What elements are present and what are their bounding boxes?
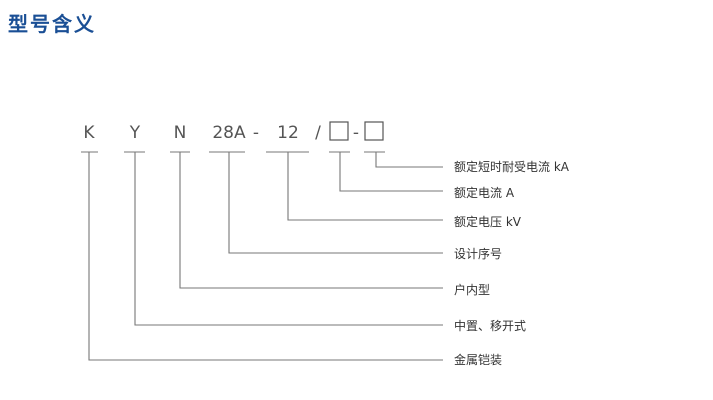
code-box-current — [329, 121, 349, 141]
leader-design-no — [228, 152, 443, 254]
label-metal-clad: 金属铠装 — [454, 352, 502, 367]
code-voltage: 12 — [277, 123, 299, 143]
code-box-short-time — [364, 121, 384, 141]
code-letter-k: K — [83, 123, 95, 143]
code-slash: / — [315, 123, 321, 143]
label-withdrawable: 中置、移开式 — [454, 318, 526, 333]
leader-short-time-current — [375, 152, 443, 168]
label-short-time-current: 额定短时耐受电流 kA — [454, 159, 570, 174]
label-rated-voltage: 额定电压 kV — [454, 214, 522, 229]
code-letter-n: N — [174, 123, 187, 143]
leader-rated-voltage — [287, 152, 443, 221]
code-letter-y: Y — [129, 123, 141, 143]
leader-indoor — [179, 152, 443, 289]
code-dash-2: - — [353, 123, 359, 143]
label-design-no: 设计序号 — [454, 246, 502, 261]
label-indoor: 户内型 — [454, 282, 490, 297]
page-title: 型号含义 — [8, 12, 96, 36]
leader-metal-clad — [88, 152, 443, 361]
leader-rated-current — [339, 152, 443, 192]
code-series: 28A — [212, 123, 246, 143]
leader-withdrawable — [134, 152, 443, 326]
label-rated-current: 额定电流 A — [454, 185, 515, 200]
code-dash-1: - — [253, 123, 259, 143]
